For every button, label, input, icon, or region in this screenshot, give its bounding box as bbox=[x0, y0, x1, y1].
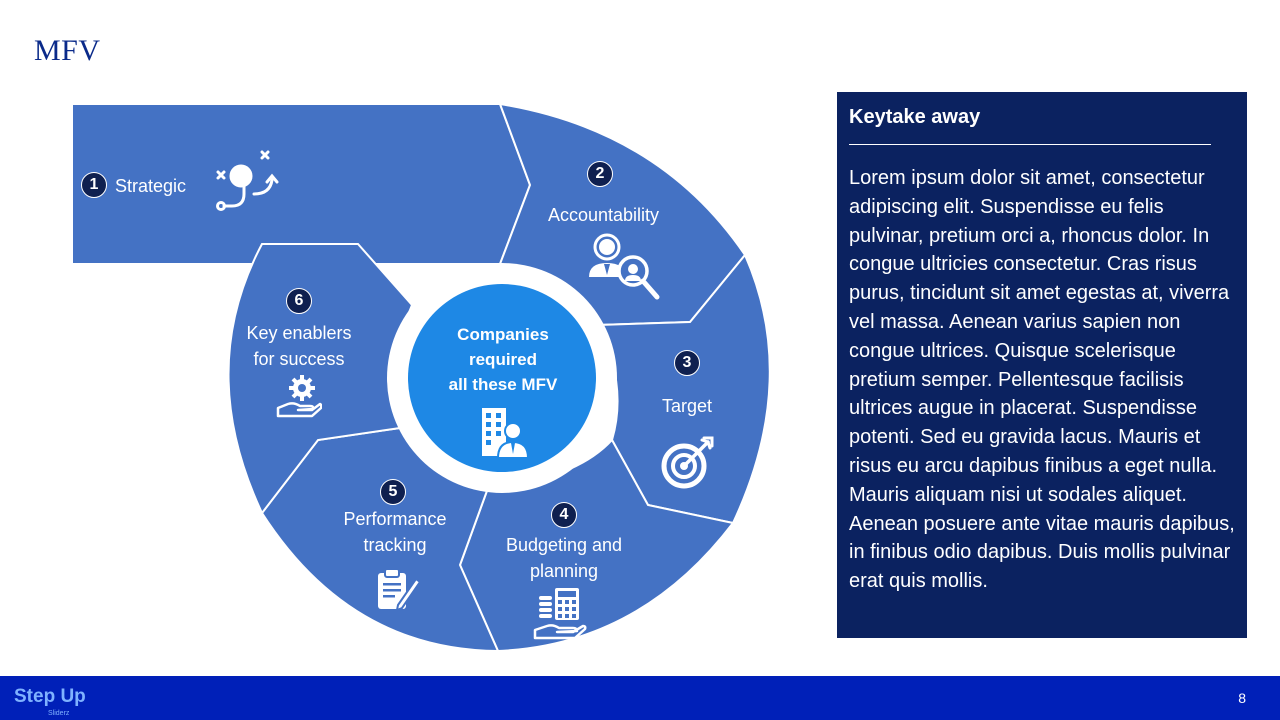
badge-4: 4 bbox=[551, 502, 577, 528]
panel-body-text: Lorem ipsum dolor sit amet, consectetur … bbox=[849, 167, 1235, 593]
target-icon bbox=[661, 436, 714, 489]
building-person-icon bbox=[482, 408, 528, 459]
step-up-logo: Step Up bbox=[14, 686, 86, 707]
segment-label-target: Target bbox=[661, 396, 713, 416]
segment-label-budgeting: Budgeting and planning bbox=[505, 535, 623, 581]
slide-title: MFV bbox=[34, 34, 101, 67]
panel-divider bbox=[849, 144, 1211, 145]
center-circle[interactable] bbox=[408, 284, 596, 472]
badge-5: 5 bbox=[380, 479, 406, 505]
keytake-away-panel: Keytake away Lorem ipsum dolor sit amet,… bbox=[837, 92, 1247, 638]
mfv-wheel-diagram bbox=[71, 102, 771, 653]
center-text: Companies required all these MFV bbox=[448, 325, 558, 394]
clipboard-icon bbox=[378, 568, 420, 611]
logo-subtext: Sliderz bbox=[48, 710, 70, 717]
footer-bar: Step Up Sliderz 8 bbox=[0, 676, 1280, 720]
badge-2: 2 bbox=[587, 161, 613, 187]
badge-6: 6 bbox=[286, 288, 312, 314]
lightbulb-strategy-icon bbox=[216, 150, 279, 211]
segment-label-key-enablers: Key enablers for success bbox=[246, 323, 352, 369]
calculator-hand-icon bbox=[533, 588, 587, 640]
panel-title: Keytake away bbox=[849, 106, 981, 128]
badge-1: 1 bbox=[81, 172, 107, 198]
segment-label-strategic: Strategic bbox=[115, 176, 187, 196]
segment-label-accountability: Accountability bbox=[547, 205, 660, 225]
people-search-icon bbox=[589, 233, 660, 300]
gear-hand-icon bbox=[276, 375, 322, 418]
segment-label-performance: Performance tracking bbox=[343, 509, 447, 555]
page-number: 8 bbox=[1238, 690, 1246, 706]
badge-3: 3 bbox=[674, 350, 700, 376]
